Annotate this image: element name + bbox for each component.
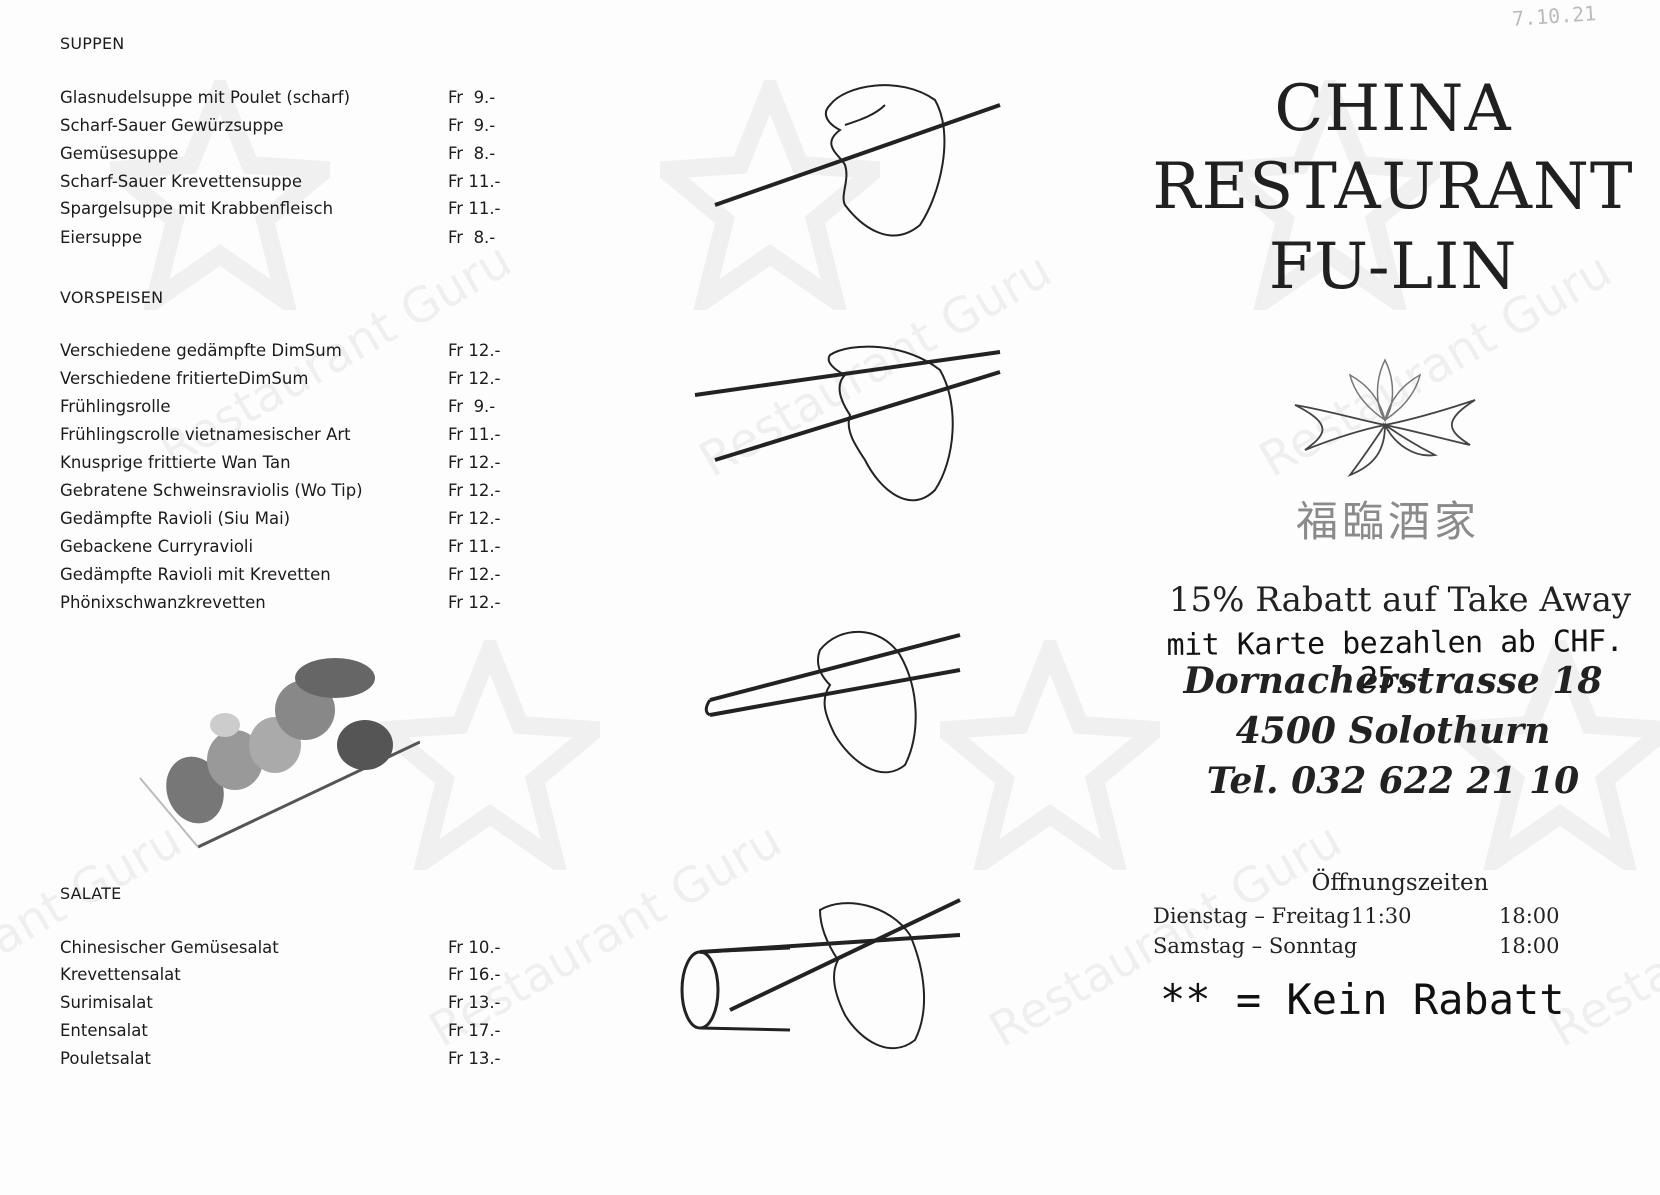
hours-close: 18:00: [1499, 904, 1560, 928]
item-price: Fr 8.-: [448, 144, 496, 163]
chopstick-step-3-icon: [704, 630, 961, 774]
item-name: Spargelsuppe mit Krabbenfleisch: [60, 199, 334, 218]
menu-item: Eiersuppe Fr 8.-: [60, 228, 510, 254]
menu-item: Verschiedene fritierteDimSum Fr 12.-: [60, 369, 510, 395]
hours-row: Dienstag – Freitag 11:30 18:00: [1153, 904, 1573, 934]
item-price: Fr 12.-: [448, 509, 501, 528]
menu-item: Chinesischer Gemüsesalat Fr 10.-: [60, 938, 510, 964]
phone-number: Tel. 032 622 21 10: [1206, 760, 1580, 802]
item-name: Gebackene Curryravioli: [60, 537, 254, 556]
menu-item: Gedämpfte Ravioli mit Krevetten Fr 12.-: [60, 565, 510, 591]
watermark-star-icon: [110, 80, 330, 310]
hours-row: Samstag – Sonntag 18:00: [1153, 934, 1573, 964]
hours-open: 11:30: [1351, 904, 1412, 928]
item-name: Entensalat: [60, 1021, 148, 1040]
watermark-star-icon: [940, 640, 1160, 870]
menu-item: Scharf-Sauer Krevettensuppe Fr 11.-: [60, 172, 510, 198]
item-price: Fr 12.-: [448, 341, 501, 360]
item-price: Fr 11.-: [448, 425, 501, 444]
menu-item: Gemüsesuppe Fr 8.-: [60, 144, 510, 170]
item-name: Eiersuppe: [60, 228, 143, 247]
address-street: Dornacherstrasse 18: [1183, 660, 1603, 702]
item-price: Fr 12.-: [448, 453, 501, 472]
address-city: 4500 Solothurn: [1235, 710, 1551, 752]
item-name: Gedämpfte Ravioli (Siu Mai): [60, 509, 291, 528]
item-price: Fr 12.-: [448, 481, 501, 500]
restaurant-title-china: CHINA: [1274, 72, 1512, 146]
item-name: Pouletsalat: [60, 1049, 151, 1068]
item-price: Fr 9.-: [448, 397, 496, 416]
restaurant-title-restaurant: RESTAURANT: [1152, 150, 1634, 224]
item-price: Fr 11.-: [448, 199, 501, 218]
item-price: Fr 12.-: [448, 369, 501, 388]
item-name: Verschiedene gedämpfte DimSum: [60, 341, 342, 360]
item-price: Fr 8.-: [448, 228, 496, 247]
menu-item: Gebratene Schweinsraviolis (Wo Tip) Fr 12…: [60, 481, 510, 507]
item-price: Fr 9.-: [448, 88, 496, 107]
item-price: Fr 12.-: [448, 565, 501, 584]
item-name: Frühlingsrolle: [60, 397, 171, 416]
item-price: Fr 10.-: [448, 938, 501, 957]
menu-item: Knusprige frittierte Wan Tan Fr 12.-: [60, 453, 510, 479]
chopstick-step-2-icon: [694, 345, 1001, 502]
item-price: Fr 13.-: [448, 1049, 501, 1068]
hours-days: Dienstag – Freitag: [1153, 904, 1350, 928]
menu-item: Entensalat Fr 17.-: [60, 1021, 510, 1047]
hours-close: 18:00: [1499, 934, 1560, 958]
item-price: Fr 11.-: [448, 537, 501, 556]
watermark-star-icon: [380, 640, 600, 870]
item-name: Gedämpfte Ravioli mit Krevetten: [60, 565, 331, 584]
lotus-flower-icon: [1294, 358, 1476, 478]
menu-item: Gedämpfte Ravioli (Siu Mai) Fr 12.-: [60, 509, 510, 535]
item-price: Fr 13.-: [448, 993, 501, 1012]
item-name: Surimisalat: [60, 993, 153, 1012]
menu-item: Glasnudelsuppe mit Poulet (scharf) Fr 9.-: [60, 88, 510, 114]
item-name: Scharf-Sauer Gewürzsuppe: [60, 116, 284, 135]
menu-item: Verschiedene gedämpfte DimSum Fr 12.-: [60, 341, 510, 367]
chopstick-step-4-icon: [680, 898, 961, 1050]
menu-item: Frühlingsrolle Fr 9.-: [60, 397, 510, 423]
item-name: Knusprige frittierte Wan Tan: [60, 453, 291, 472]
item-price: Fr 16.-: [448, 965, 501, 984]
item-name: Krevettensalat: [60, 965, 181, 984]
handwritten-no-discount-note: ** = Kein Rabatt: [1160, 975, 1565, 1024]
handwritten-date-scribble: 7.10.21: [1511, 1, 1598, 31]
menu-item: Frühlingscrolle vietnamesischer Art Fr 11…: [60, 425, 510, 451]
takeaway-discount: 15% Rabatt auf Take Away: [1168, 580, 1632, 620]
item-price: Fr 12.-: [448, 593, 501, 612]
item-price: Fr 11.-: [448, 172, 501, 191]
item-name: Frühlingscrolle vietnamesischer Art: [60, 425, 351, 444]
section-title-vorspeisen: VORSPEISEN: [60, 288, 164, 307]
item-price: Fr 9.-: [448, 116, 496, 135]
menu-item: Phönixschwanzkrevetten Fr 12.-: [60, 593, 510, 619]
menu-item: Pouletsalat Fr 13.-: [60, 1049, 510, 1075]
menu-item: Krevettensalat Fr 16.-: [60, 965, 510, 991]
item-name: Chinesischer Gemüsesalat: [60, 938, 279, 957]
section-title-salate: SALATE: [60, 884, 122, 903]
menu-item: Spargelsuppe mit Krabbenfleisch Fr 11.-: [60, 199, 510, 225]
item-name: Gebratene Schweinsraviolis (Wo Tip): [60, 481, 363, 500]
watermark-star-icon: [1450, 640, 1660, 870]
watermark-star-icon: [1220, 80, 1440, 310]
menu-item: Scharf-Sauer Gewürzsuppe Fr 9.-: [60, 116, 510, 142]
item-price: Fr 17.-: [448, 1021, 501, 1040]
watermark-star-icon: [660, 80, 880, 310]
section-title-suppen: SUPPEN: [60, 34, 125, 53]
chinese-name: 福臨酒家: [1295, 497, 1480, 546]
menu-item: Surimisalat Fr 13.-: [60, 993, 510, 1019]
item-name: Gemüsesuppe: [60, 144, 179, 163]
chopstick-step-1-icon: [714, 84, 1001, 237]
opening-hours-title: Öffnungszeiten: [1311, 870, 1489, 896]
item-name: Verschiedene fritierteDimSum: [60, 369, 309, 388]
hours-days: Samstag – Sonntag: [1153, 934, 1358, 958]
item-name: Glasnudelsuppe mit Poulet (scharf): [60, 88, 351, 107]
item-name: Scharf-Sauer Krevettensuppe: [60, 172, 302, 191]
restaurant-title-name: FU-LIN: [1268, 230, 1518, 304]
item-name: Phönixschwanzkrevetten: [60, 593, 266, 612]
menu-item: Gebackene Curryravioli Fr 11.-: [60, 537, 510, 563]
dimsum-photo: [139, 658, 420, 849]
